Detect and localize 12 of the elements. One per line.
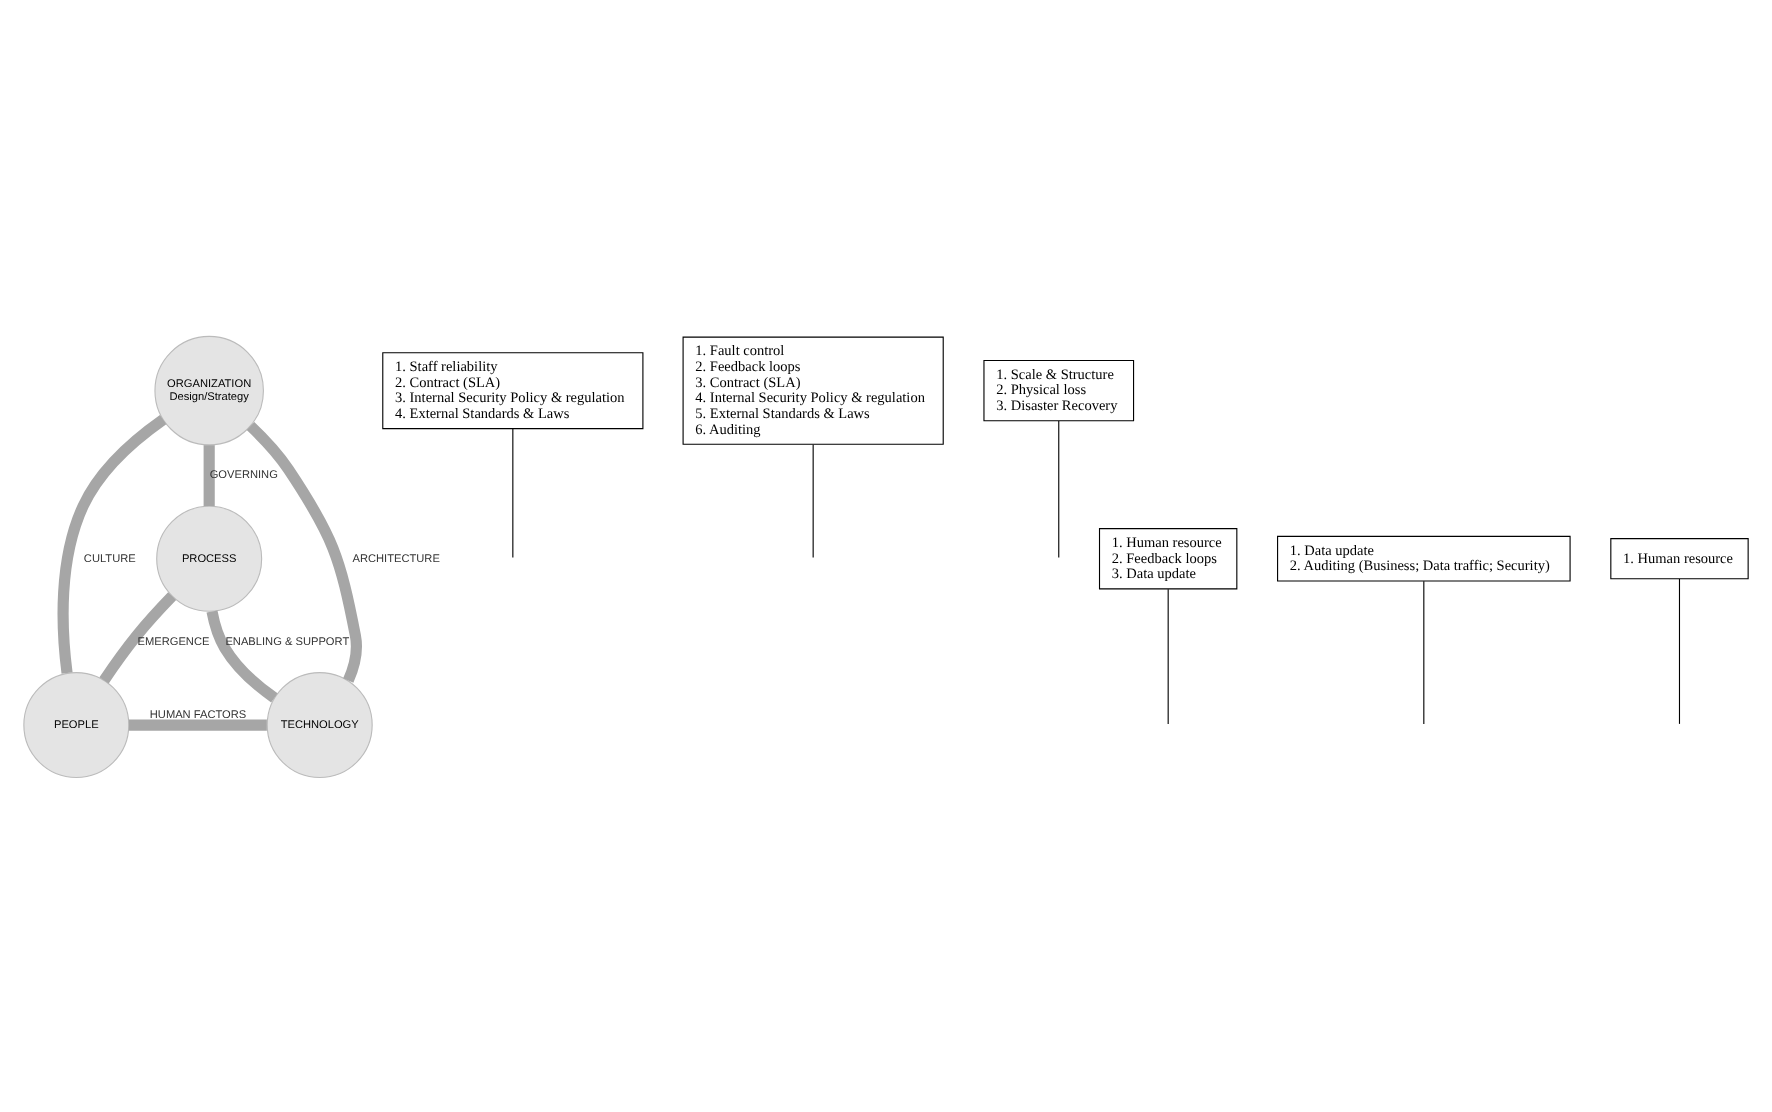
connector [206,609,278,702]
connector [246,421,362,682]
connector [99,591,177,683]
connector [57,414,167,673]
connector [1423,579,1425,724]
connector [128,718,267,730]
connector [812,443,814,557]
connector [1058,419,1060,558]
connector [203,444,215,505]
connector [512,427,514,558]
connector [1678,577,1681,724]
connector [1167,587,1169,724]
